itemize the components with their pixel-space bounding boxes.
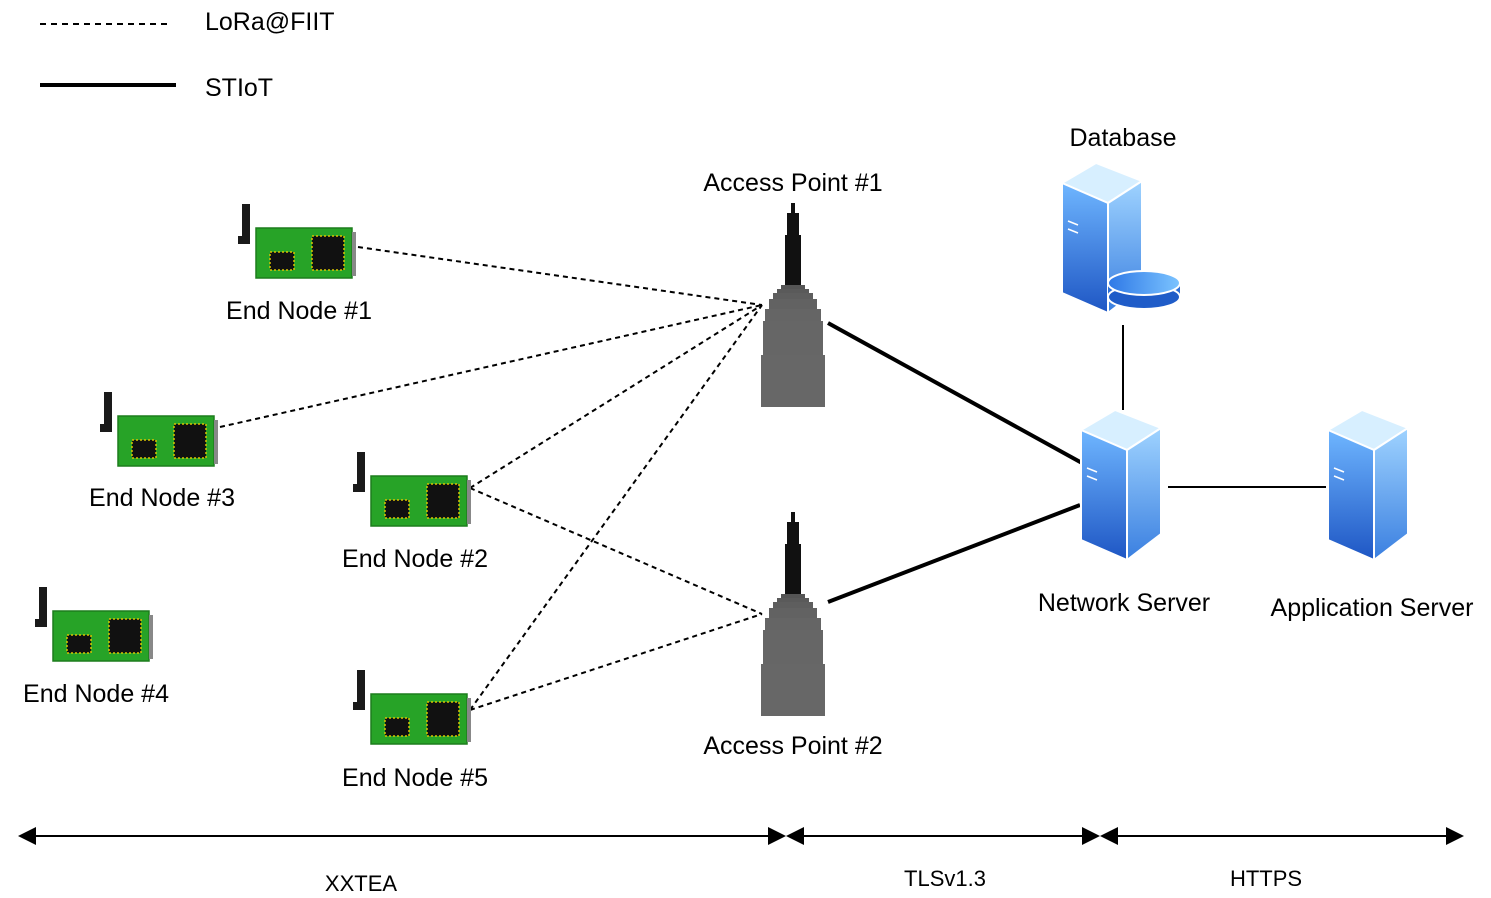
end-node-5-label: End Node #5 <box>342 764 488 792</box>
stiot-links <box>827 321 1326 604</box>
legend-solid-label: STIoT <box>205 74 274 102</box>
database-label: Database <box>1069 124 1177 152</box>
network-server-label: Network Server <box>1037 589 1211 617</box>
access-point-1-icon <box>761 203 825 407</box>
zone-xxtea-label: XXTEA <box>324 871 398 896</box>
end-node-4-icon <box>34 586 154 662</box>
zone-arrows <box>18 827 1464 845</box>
database-icon <box>1061 162 1181 314</box>
access-point-2-label: Access Point #2 <box>703 732 883 760</box>
network-server-icon <box>1080 409 1162 561</box>
zone-tls-label: TLSv1.3 <box>904 866 986 891</box>
end-node-2-icon <box>352 451 472 527</box>
end-node-4-label: End Node #4 <box>23 680 169 708</box>
end-node-1-icon <box>237 203 357 279</box>
application-server-icon <box>1327 409 1409 561</box>
lora-links <box>219 246 763 711</box>
end-node-1-label: End Node #1 <box>226 297 372 325</box>
access-point-1-label: Access Point #1 <box>703 169 883 197</box>
end-node-3-icon <box>99 391 219 467</box>
legend-dashed-label: LoRa@FIIT <box>205 8 335 36</box>
end-node-5-icon <box>352 669 472 745</box>
access-point-2-icon <box>761 512 825 716</box>
application-server-label: Application Server <box>1270 594 1474 622</box>
end-node-3-label: End Node #3 <box>89 484 235 512</box>
zone-https-label: HTTPS <box>1229 866 1303 891</box>
end-node-2-label: End Node #2 <box>342 545 488 573</box>
